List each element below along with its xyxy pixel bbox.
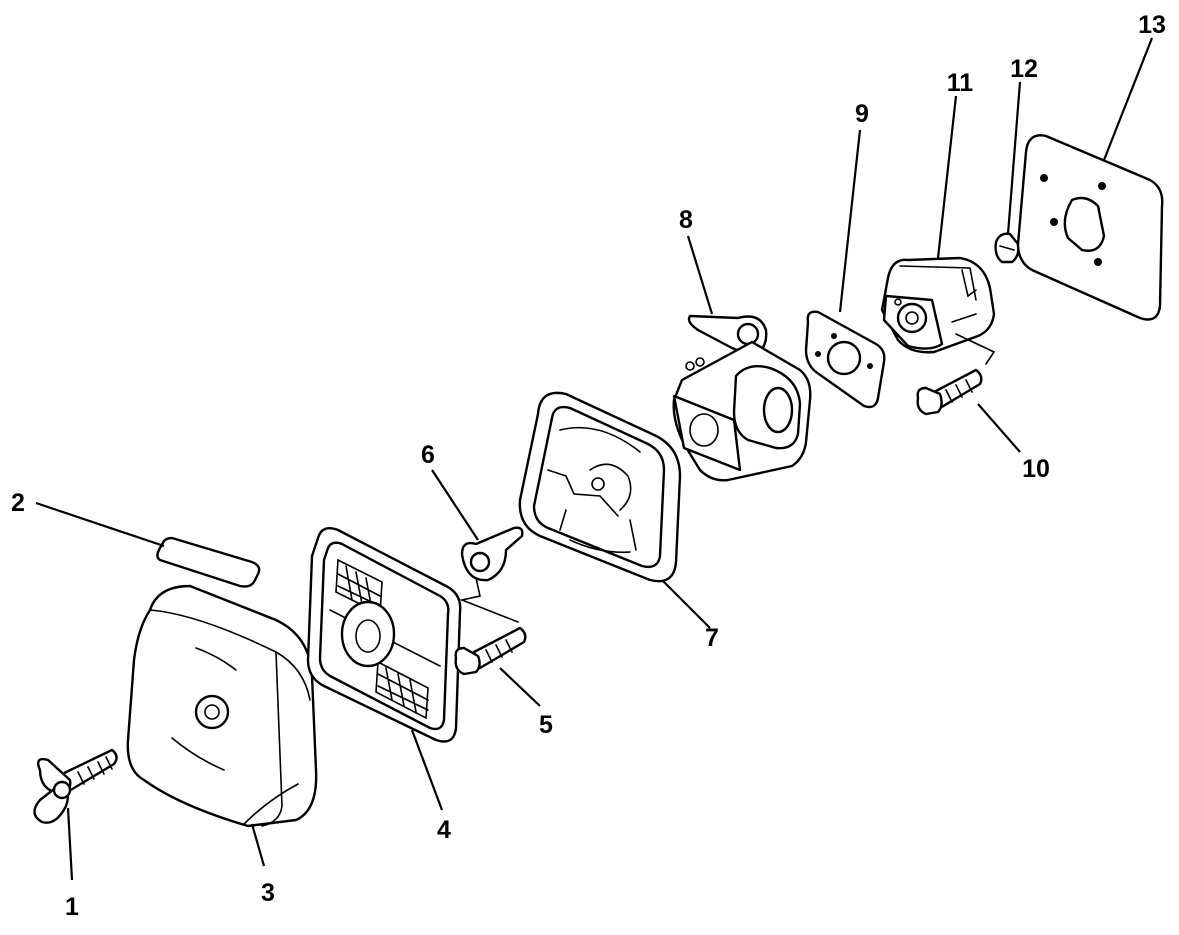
callout-4: 4 (437, 816, 451, 844)
part-filter-element (306, 527, 462, 743)
part-bolt (916, 368, 983, 416)
part-carburetor (672, 314, 812, 482)
callout-labels: 1 2 3 4 5 6 7 8 9 10 11 12 13 (11, 11, 1166, 921)
callout-3: 3 (261, 879, 275, 907)
callout-6: 6 (421, 441, 435, 469)
part-air-filter-cover (126, 584, 318, 828)
part-carburetor-adapter (880, 256, 996, 365)
part-choke-lever (459, 526, 524, 623)
callout-11: 11 (947, 69, 974, 97)
callout-12: 12 (1010, 55, 1038, 83)
callout-9: 9 (855, 100, 869, 128)
leader-lines (35, 37, 1154, 881)
part-label-pad (156, 536, 261, 588)
callout-7: 7 (705, 624, 719, 652)
part-filter-base (518, 391, 682, 583)
callout-13: 13 (1138, 11, 1166, 39)
part-wing-bolt (33, 748, 118, 824)
part-insulator-plate (1016, 134, 1164, 321)
part-nut (994, 232, 1020, 264)
part-screw (454, 626, 527, 676)
callout-10: 10 (1022, 455, 1050, 483)
callout-1: 1 (65, 893, 79, 921)
callout-8: 8 (679, 206, 693, 234)
callout-2: 2 (11, 489, 25, 517)
part-gasket (804, 310, 886, 409)
callout-5: 5 (539, 711, 553, 739)
